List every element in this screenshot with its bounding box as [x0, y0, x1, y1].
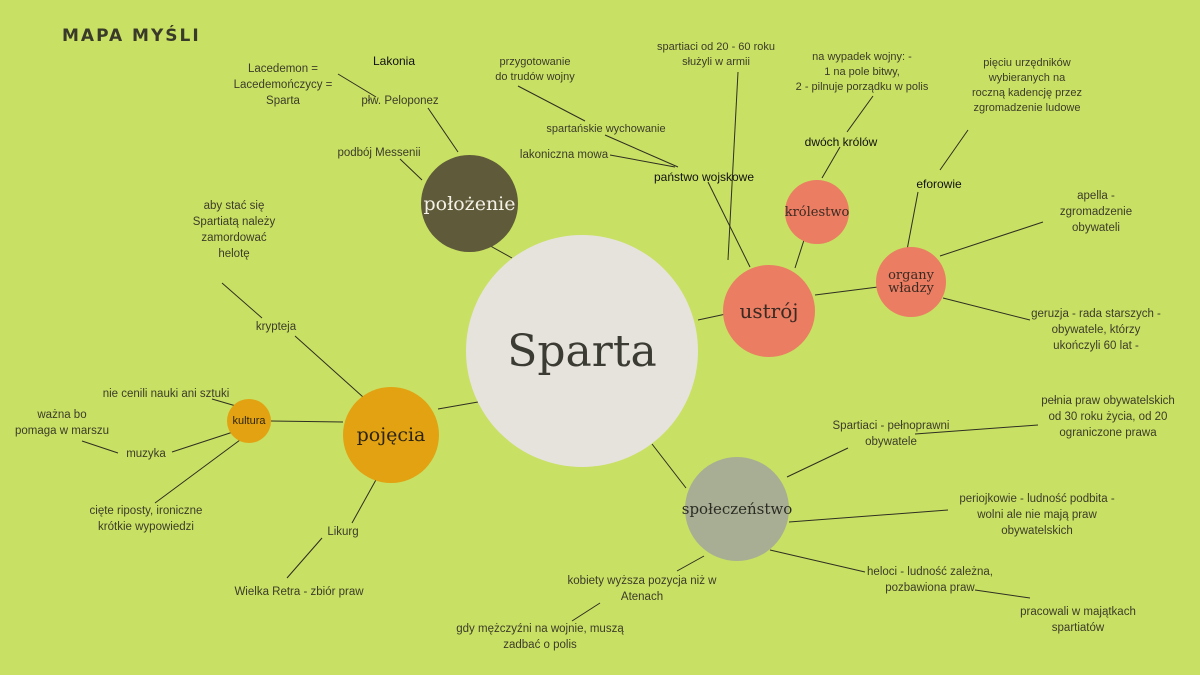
label-aby-stac-sie: aby stać się Spartiatą należy zamordować…: [192, 200, 276, 260]
connector-spoleczenstwo-spartiaci: [786, 447, 849, 478]
node-kultura: kultura: [227, 399, 271, 443]
label-pieciu-urzednikow: pięciu urzędników wybieranych na roczną …: [971, 57, 1083, 114]
connector-pojecia-krypteja: [294, 335, 364, 398]
label-likurg: Likurg: [327, 526, 359, 538]
connector-dwoch-wojna: [846, 95, 874, 133]
connector-kultura-nie-cenili: [211, 398, 237, 407]
node-ustroj: ustrój: [723, 265, 815, 357]
connector-krypteja-aby: [221, 282, 263, 319]
connector-heloci-pracowali: [974, 589, 1031, 599]
connector-kobiety-gdy: [571, 602, 601, 622]
label-dwoch-krolow: dwóch królów: [804, 135, 878, 149]
label-periojkowie: periojkowie - ludność podbita - wolni al…: [959, 493, 1115, 537]
label-kobiety: kobiety wyższa pozycja niż w Atenach: [567, 575, 717, 603]
connector-organy-apella: [939, 221, 1044, 257]
label-na-wypadek-wojny: na wypadek wojny: - 1 na pole bitwy, 2 -…: [795, 51, 929, 93]
connector-panstwo-wychowanie: [604, 134, 679, 168]
connector-polozenie-podboj: [399, 158, 423, 181]
connector-eforowie-pieciu: [939, 129, 969, 171]
label-lakonia: Lakonia: [372, 54, 416, 68]
label-spartanskie-wychowanie: spartańskie wychowanie: [546, 123, 666, 135]
label-pelnia-praw: pełnia praw obywatelskich od 30 roku życ…: [1041, 395, 1175, 439]
label-panstwo-wojskowe: państwo wojskowe: [653, 170, 755, 184]
label-wielka-retra: Wielka Retra - zbiór praw: [234, 586, 364, 598]
connector-kultura-ciete: [154, 439, 241, 504]
connector-organy-geruzja: [942, 297, 1031, 321]
label-lacedemon: Lacedemon = Lacedemończycy = Sparta: [233, 63, 333, 107]
label-wazna-bo: ważna bo pomaga w marszu: [15, 409, 109, 437]
node-spoleczenstwo: społeczeństwo: [682, 457, 792, 561]
label-heloci: heloci - ludność zależna, pozbawiona pra…: [867, 566, 993, 594]
label-nie-cenili-nauki: nie cenili nauki ani sztuki: [102, 388, 230, 400]
label-podboj-messenii: podbój Messenii: [337, 147, 421, 159]
label-plw-peloponez: płw. Peloponez: [361, 95, 439, 107]
connector-ustroj-panstwo: [707, 181, 751, 268]
node-organy-wladzy: organy władzy: [876, 247, 946, 317]
connector-lacedemon-plw: [337, 73, 377, 98]
connector-likurg-wielka: [286, 537, 323, 579]
node-krolestwo: królestwo: [785, 180, 849, 244]
connector-organy-eforowie: [906, 191, 919, 251]
connector-pojecia-likurg: [351, 477, 378, 524]
connector-spartiaci-pelnia: [914, 424, 1039, 435]
label-ciete-riposty: cięte riposty, ironiczne krótkie wypowie…: [89, 505, 203, 533]
connector-krolestwo-dwoch: [821, 146, 841, 179]
label-eforowie: eforowie: [916, 177, 962, 191]
connector-wychowanie-przygotowanie: [517, 85, 586, 122]
label-apella: apella - zgromadzenie obywateli: [1059, 190, 1133, 234]
connector-ustroj-krolestwo: [794, 239, 805, 269]
node-pojecia: pojęcia: [343, 387, 439, 483]
connector-kultura-muzyka: [171, 431, 234, 453]
connector-sparta-ustroj: [697, 313, 727, 321]
connector-spoleczenstwo-heloci: [769, 549, 866, 573]
label-pracowali: pracowali w majątkach spartiatów: [1020, 606, 1136, 634]
connector-panstwo-lakoniczna: [609, 154, 676, 168]
label-krypteja: krypteja: [255, 321, 297, 333]
node-polozenie: położenie: [421, 155, 518, 252]
label-geruzja: geruzja - rada starszych - obywatele, kt…: [1031, 308, 1161, 352]
page-title: MAPA MYŚLI: [62, 26, 201, 46]
central-node-sparta: Sparta: [466, 235, 698, 467]
connector-polozenie-plw: [427, 107, 459, 153]
label-lakoniczna-mowa: lakoniczna mowa: [519, 149, 609, 161]
connector-spoleczenstwo-periojkowie: [788, 509, 949, 523]
connector-muzyka-wazna: [81, 440, 119, 454]
label-muzyka: muzyka: [126, 448, 166, 460]
label-spartiaci-pelnoprawni: Spartiaci - pełnoprawni obywatele: [832, 420, 950, 448]
label-spartiaci-armia: spartiaci od 20 - 60 roku służyli w armi…: [656, 41, 776, 68]
label-przygotowanie: przygotowanie do trudów wojny: [495, 56, 575, 83]
label-gdy-mezczyzni: gdy mężczyźni na wojnie, muszą zadbać o …: [456, 623, 624, 651]
connector-pojecia-kultura: [270, 420, 344, 423]
connector-spoleczenstwo-kobiety: [676, 555, 705, 572]
connector-ustroj-spartiaci: [727, 71, 739, 261]
connector-ustroj-organy: [814, 286, 879, 296]
connector-sparta-pojecia: [437, 401, 479, 410]
connector-sparta-spoleczenstwo: [651, 443, 687, 489]
